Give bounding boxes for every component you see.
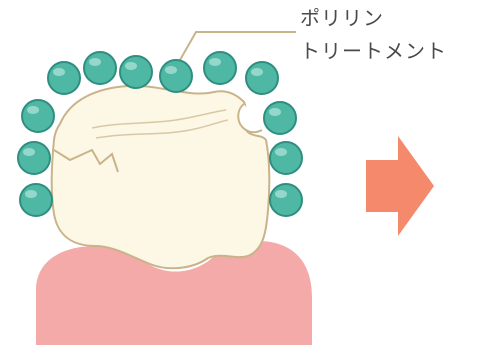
bead-circle xyxy=(17,141,51,175)
bead-highlight xyxy=(23,148,35,156)
polyphosphate-bead xyxy=(245,61,279,95)
polyphosphate-bead xyxy=(83,51,117,85)
bead-highlight xyxy=(209,58,221,66)
polyphosphate-bead xyxy=(21,99,55,133)
bead-highlight xyxy=(269,108,281,116)
tooth-chip xyxy=(237,103,263,134)
polyphosphate-bead xyxy=(203,51,237,85)
bead-circle xyxy=(263,101,297,135)
label-polyphosphate: ポリリン xyxy=(300,6,384,30)
bead-circle xyxy=(119,55,153,89)
polyphosphate-bead xyxy=(119,55,153,89)
bead-circle xyxy=(245,61,279,95)
bead-highlight xyxy=(275,190,287,198)
bead-highlight xyxy=(275,148,287,156)
bead-highlight xyxy=(251,68,263,76)
bead-highlight xyxy=(125,62,137,70)
leader-line xyxy=(179,31,296,61)
label-treatment: トリートメント xyxy=(300,39,447,63)
bead-highlight xyxy=(165,66,177,74)
polyphosphate-bead xyxy=(269,141,303,175)
polyphosphate-bead xyxy=(17,141,51,175)
bead-circle xyxy=(269,183,303,217)
bead-circle xyxy=(19,183,53,217)
gum xyxy=(36,241,312,345)
bead-circle xyxy=(21,99,55,133)
polyphosphate-bead xyxy=(19,183,53,217)
polyphosphate-bead xyxy=(47,61,81,95)
tooth xyxy=(50,84,271,270)
bead-highlight xyxy=(53,68,65,76)
arrow-right-icon xyxy=(366,136,434,236)
bead-circle xyxy=(269,141,303,175)
bead-highlight xyxy=(25,190,37,198)
tooth-surface-line-lower xyxy=(95,119,229,139)
bead-circle xyxy=(203,51,237,85)
bead-circle xyxy=(47,61,81,95)
tooth-crack xyxy=(53,148,119,173)
polyphosphate-bead-group xyxy=(17,51,303,217)
bead-circle xyxy=(83,51,117,85)
polyphosphate-bead xyxy=(159,59,193,93)
polyphosphate-bead xyxy=(263,101,297,135)
tooth-surface-line-upper xyxy=(91,109,227,129)
polyphosphate-bead xyxy=(269,183,303,217)
bead-highlight xyxy=(89,58,101,66)
bead-highlight xyxy=(27,106,39,114)
bead-circle xyxy=(159,59,193,93)
